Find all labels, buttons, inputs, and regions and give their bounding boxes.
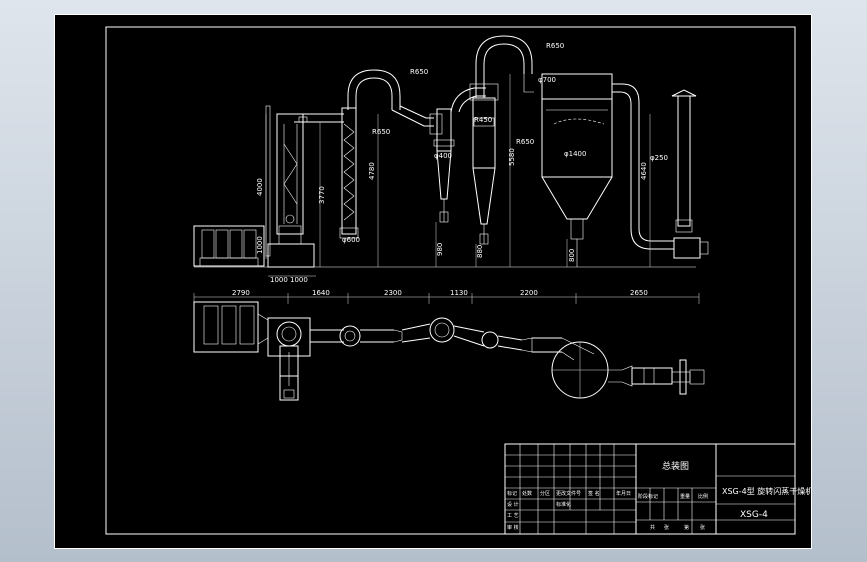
title-product-name: XSG-4型 旋转闪蒸干燥机 [722,486,812,496]
label-r650-d: R650 [516,138,534,146]
outlet-duct [612,83,640,229]
duct-bend-3 [483,43,525,98]
fan-bend [630,228,674,250]
label-r450: R450 [474,116,492,124]
elevation-view [193,35,709,277]
plan-dim-4: 1130 [450,289,468,297]
chimney-plan [679,359,687,395]
label-w1000a: 1000 [270,276,288,284]
label-h880: 880 [476,245,484,258]
heater-plan [193,301,259,353]
plan-dim-5: 2200 [520,289,538,297]
chimney [677,95,691,227]
label-d250: φ250 [650,154,668,162]
tb-row-design: 设 计 [507,501,519,508]
tb-change-doc: 更改文件号 [556,490,581,497]
tower-plan [267,317,311,357]
cad-drawing: R650 R650 R650 R650 R450 φ400 φ700 φ1400… [54,14,812,549]
outer-frame [54,14,812,549]
tb-row-mark: 标记 [507,490,517,497]
tb-date: 年月日 [616,490,631,497]
label-h980: 980 [436,243,444,256]
tb-sheet-unit-a: 张 [664,524,669,531]
plan-dim-6: 2650 [630,289,648,297]
cyclone-2 [472,97,496,169]
label-h4780: 4780 [368,162,376,180]
label-d700: φ700 [538,76,556,84]
label-d1400: φ1400 [564,150,586,158]
tb-mark-qty: 处数 [522,490,532,497]
tb-sheet-total: 共 [650,524,655,531]
tb-weight: 重量 [680,493,690,500]
drawing-viewport[interactable]: R650 R650 R650 R650 R450 φ400 φ700 φ1400… [54,14,812,549]
title-block [504,443,796,535]
bag-filter [541,98,613,178]
duct-bend-1 [355,77,393,110]
label-h800: 800 [568,249,576,262]
plan-dim-3: 2300 [384,289,402,297]
induced-draft-fan [673,237,701,259]
label-r650-b: R650 [372,128,390,136]
cyclone-1 [436,108,452,152]
label-h1000: 1000 [256,236,264,254]
title-drawing-code: XSG-4 [740,510,768,520]
inner-frame [105,26,796,535]
plan-dim-1: 2790 [232,289,250,297]
label-d400-a: φ400 [434,152,452,160]
label-h4000: 4000 [256,178,264,196]
cyclone-2-plan [429,317,455,343]
screw-feeder [341,107,357,235]
title-drawing-name: 总装图 [662,460,689,472]
label-r650-a: R650 [410,68,428,76]
tb-mark-zone: 分区 [540,490,550,497]
tb-scale: 比例 [698,493,708,500]
plan-dim-2: 1640 [312,289,330,297]
label-h3770: 3770 [318,186,326,204]
label-r650-c: R650 [546,42,564,50]
plan-view [193,293,705,401]
tb-sheet-no: 第 [684,524,689,531]
tb-sheet-unit-b: 张 [700,524,705,531]
air-heater [193,225,265,267]
label-d600: φ600 [342,236,360,244]
tb-row-review: 审 核 [507,524,519,531]
tb-row-process: 工 艺 [507,513,519,519]
label-h5580: 5580 [508,148,516,166]
tb-signature: 签 名 [588,490,600,497]
drying-tower [276,113,304,235]
label-w1000b: 1000 [290,276,308,284]
base-frame [267,243,315,268]
tb-mark-std: 标准化 [556,501,571,508]
tb-stage: 阶段标记 [638,493,658,500]
label-h4640: 4640 [640,162,648,180]
